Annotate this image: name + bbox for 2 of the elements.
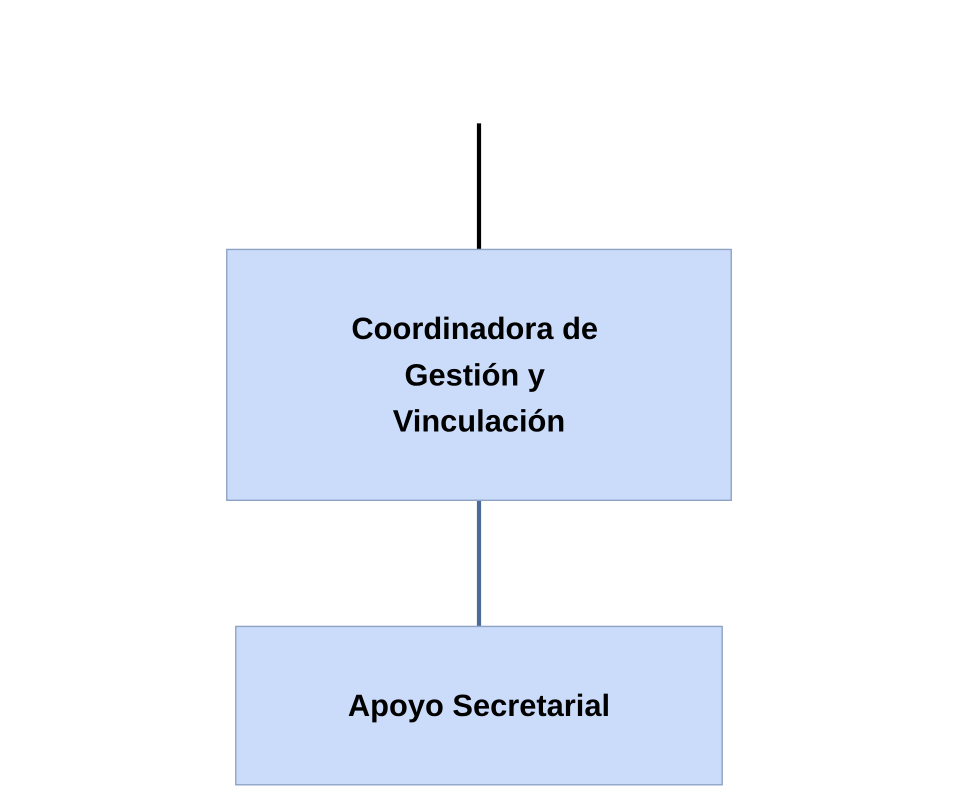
node-box: Apoyo Secretarial [235, 626, 723, 786]
node-box: Coordinadora de Gestión y Vinculación [226, 248, 732, 501]
